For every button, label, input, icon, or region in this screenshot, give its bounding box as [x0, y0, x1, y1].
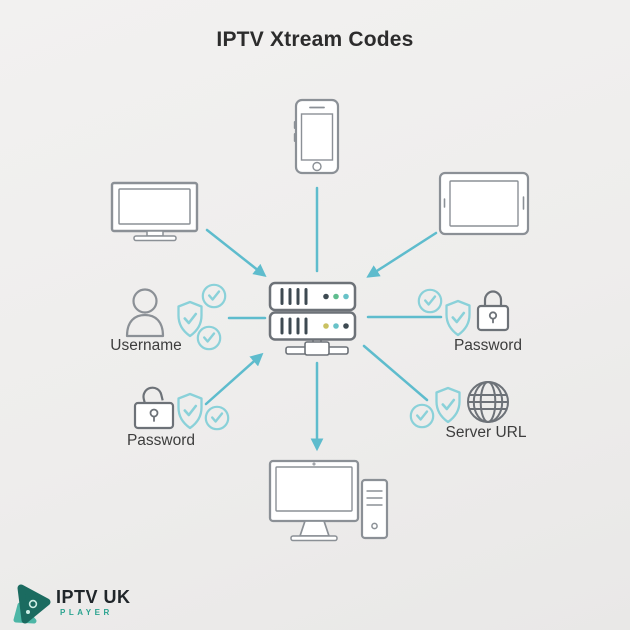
password-right-group: [417, 288, 510, 337]
check-circle-icon: [196, 325, 222, 351]
edge-tv-to-server: [205, 228, 267, 278]
password-right-label: Password: [453, 337, 523, 354]
connection-arrows: [204, 186, 443, 452]
server-url-label: Server URL: [445, 424, 527, 441]
check-circle-icon: [201, 283, 227, 309]
server-url-group: [409, 381, 509, 429]
globe-icon: [467, 381, 509, 423]
iptv-uk-player-logo: IPTV UK PLAYER: [12, 580, 192, 626]
user-icon: [125, 288, 165, 338]
lock-icon: [476, 290, 510, 332]
shield-check-icon: [177, 392, 203, 430]
page-title: IPTV Xtream Codes: [216, 28, 414, 51]
logo-name: IPTV UK: [56, 587, 131, 607]
tv-icon: [110, 181, 199, 242]
lock-icon: [133, 386, 175, 430]
edge-server-to-serverurl: [362, 344, 429, 402]
server-icon: [268, 281, 357, 356]
shield-check-icon: [177, 300, 203, 338]
logo-subtitle: PLAYER: [60, 608, 113, 617]
edge-password-to-server: [204, 352, 264, 406]
username-group: [125, 283, 227, 351]
tablet-icon: [438, 171, 530, 236]
smartphone-icon: [293, 98, 340, 175]
password-left-group: [133, 386, 230, 431]
server-status-lights: [323, 293, 349, 329]
play-button-logo-icon: [13, 584, 51, 624]
check-circle-icon: [204, 405, 230, 431]
desktop-computer-icon: [268, 459, 389, 542]
username-label: Username: [110, 337, 182, 354]
password-left-label: Password: [126, 432, 196, 449]
check-circle-icon: [409, 403, 435, 429]
shield-check-icon: [435, 386, 461, 424]
check-circle-icon: [417, 288, 443, 314]
server-slots: [280, 288, 308, 335]
edge-tablet-to-server: [366, 231, 438, 278]
shield-check-icon: [445, 299, 471, 337]
